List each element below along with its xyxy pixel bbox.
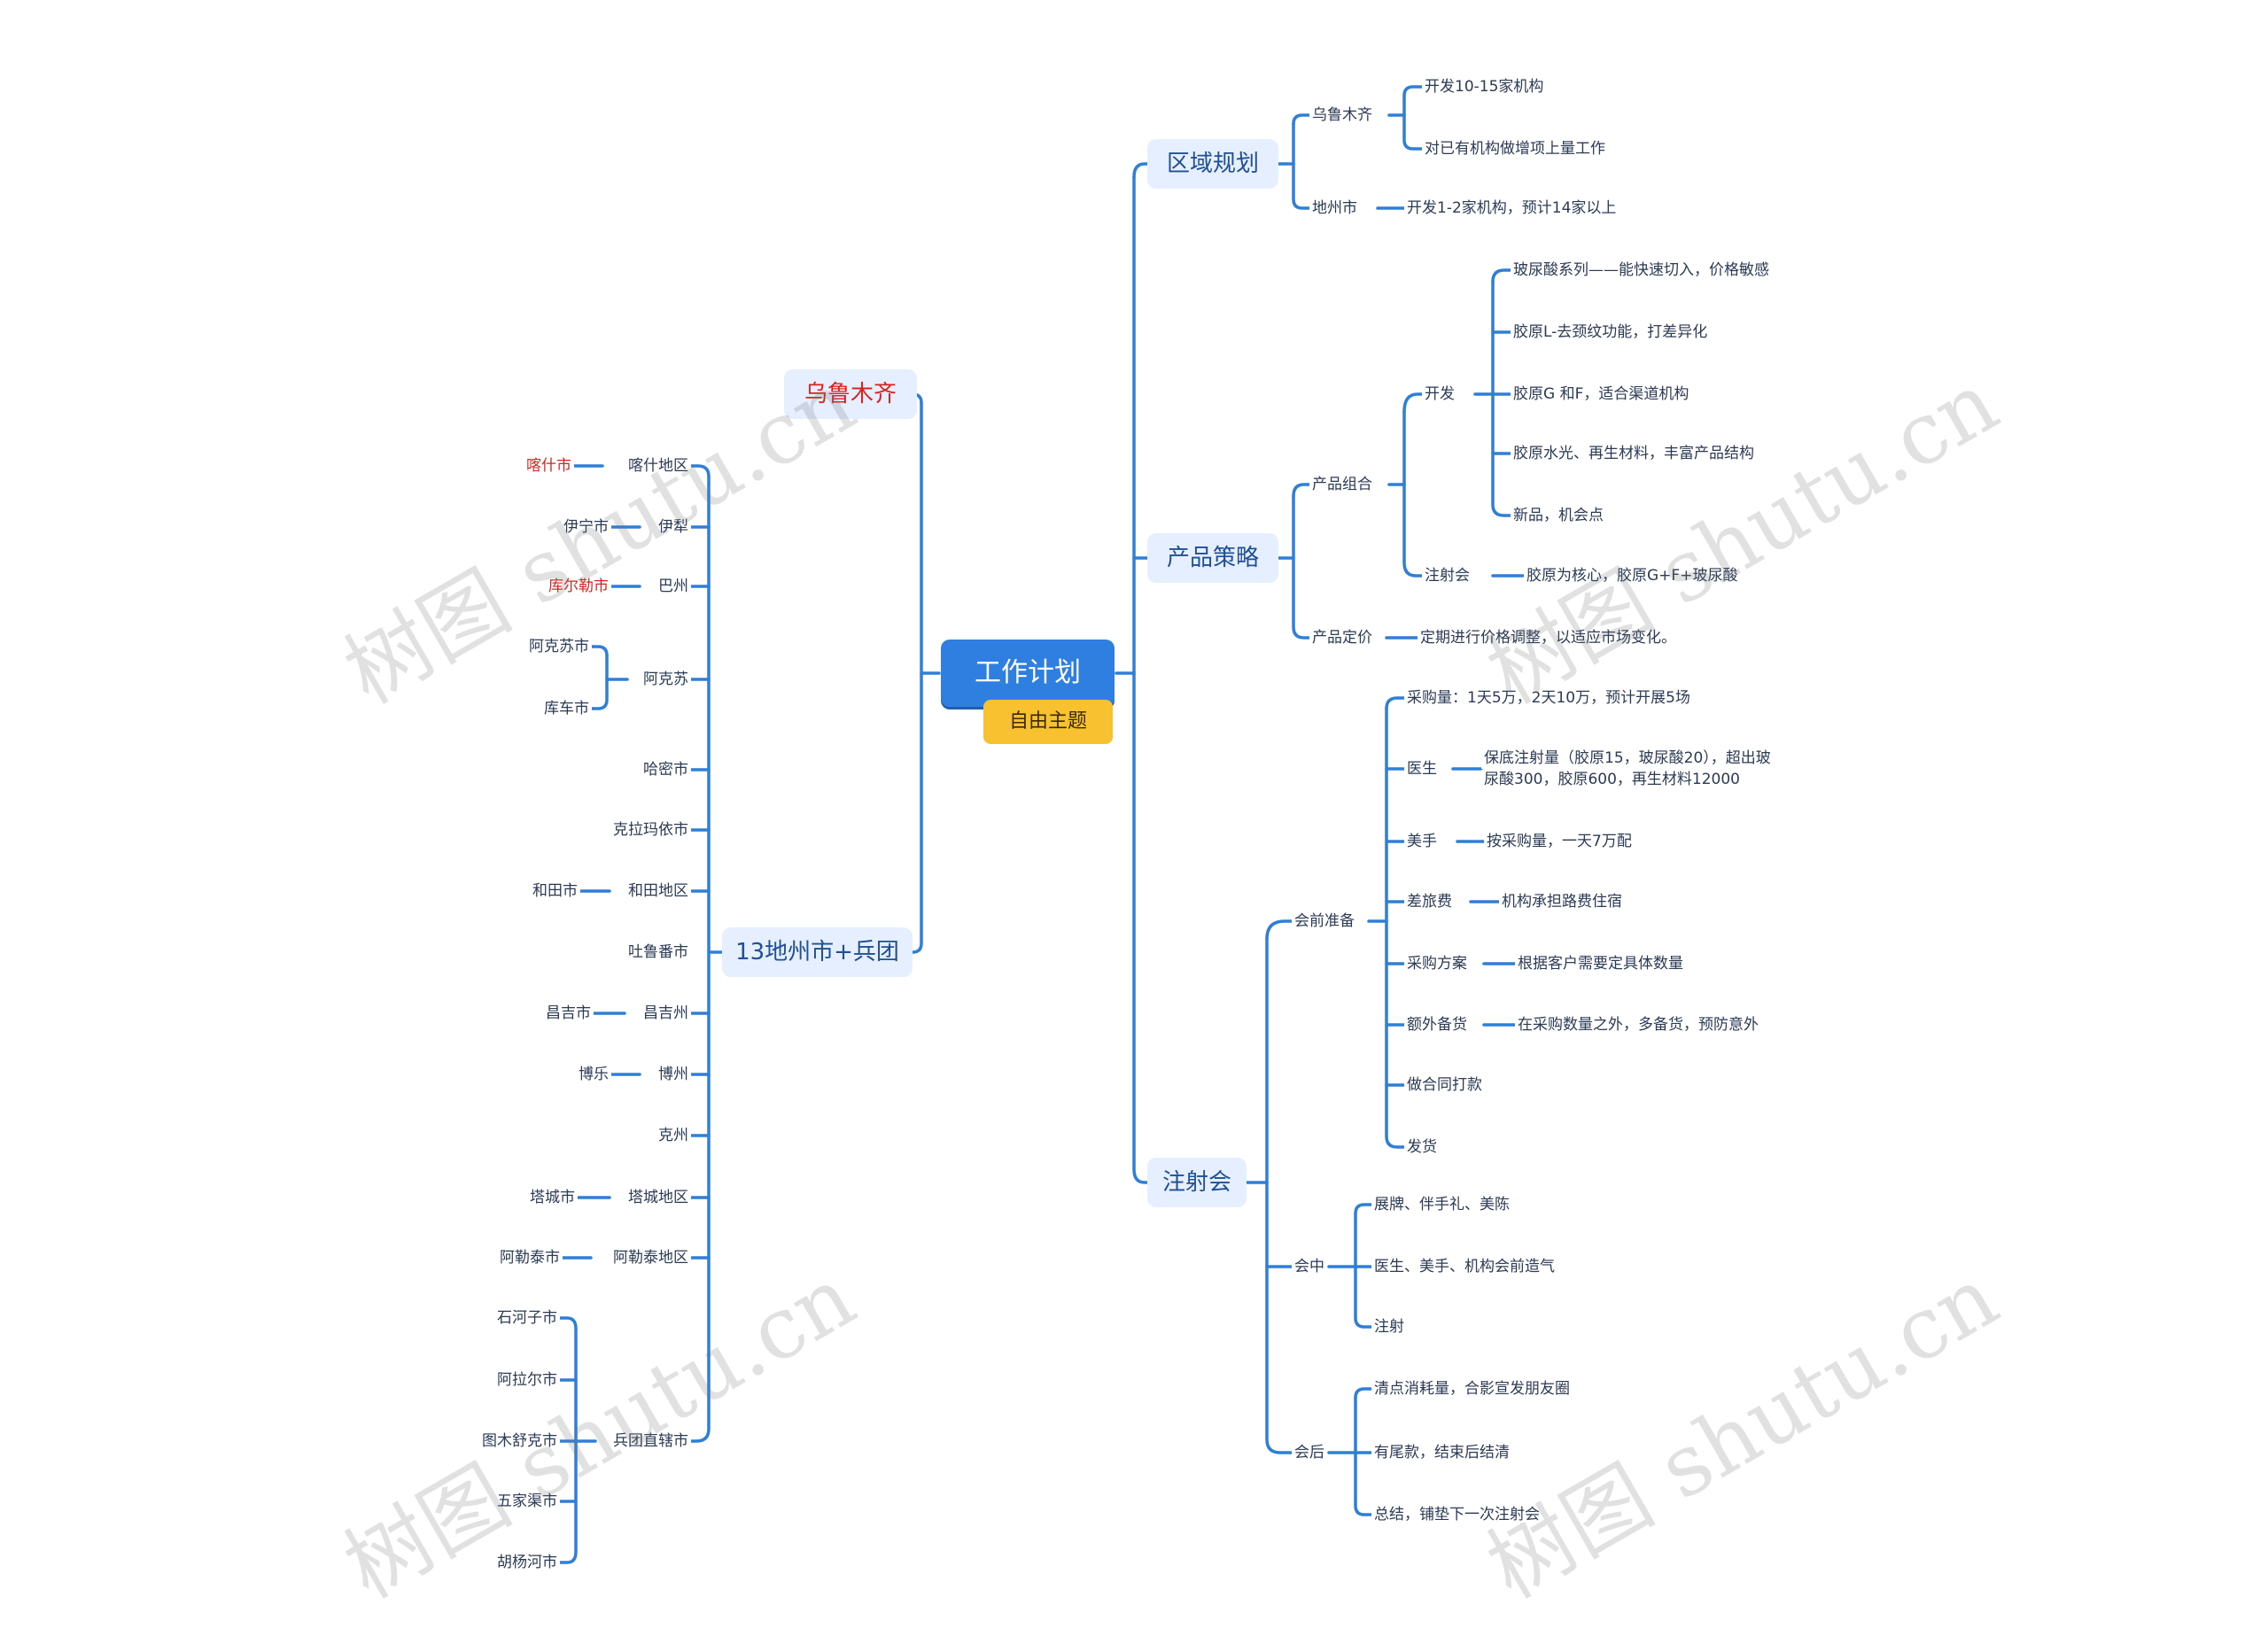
left-region[interactable]: 阿克苏 — [641, 670, 691, 691]
left-city[interactable]: 库车市 — [541, 699, 592, 720]
node-develop-item[interactable]: 玻尿酸系列——能快速切入，价格敏感 — [1511, 260, 1772, 282]
node-after-item[interactable]: 有尾款，结束后结清 — [1371, 1443, 1512, 1464]
left-region[interactable]: 克拉玛依市 — [610, 820, 691, 841]
node-pricing[interactable]: 产品定价 — [1309, 628, 1375, 649]
left-region[interactable]: 伊犁 — [656, 517, 691, 539]
node-develop[interactable]: 开发 — [1422, 384, 1457, 406]
left-city[interactable]: 阿拉尔市 — [494, 1370, 560, 1392]
node-during-item[interactable]: 注射 — [1371, 1317, 1407, 1338]
node-before-detail[interactable]: 在采购数量之外，多备货，预防意外 — [1515, 1015, 1761, 1036]
node-pricing-item[interactable]: 定期进行价格调整，以适应市场变化。 — [1418, 628, 1679, 649]
node-prefecture[interactable]: 地州市 — [1309, 198, 1360, 220]
node-before-detail[interactable]: 机构承担路费住宿 — [1499, 892, 1625, 913]
node-after-item[interactable]: 总结，铺垫下一次注射会 — [1371, 1505, 1542, 1526]
left-city[interactable]: 五家渠市 — [494, 1492, 560, 1513]
node-injection-item[interactable]: 胶原为核心，胶原G+F+玻尿酸 — [1524, 566, 1741, 587]
left-city[interactable]: 昌吉市 — [543, 1004, 594, 1025]
node-before-item[interactable]: 美手 — [1404, 832, 1440, 853]
node-develop-item[interactable]: 胶原G 和F，适合渠道机构 — [1511, 384, 1692, 406]
left-region[interactable]: 塔城地区 — [625, 1188, 691, 1209]
node-before-item[interactable]: 差旅费 — [1404, 892, 1455, 913]
node-injection[interactable]: 注射会 — [1422, 566, 1472, 587]
left-city[interactable]: 阿克苏市 — [526, 637, 592, 658]
node-before[interactable]: 会前准备 — [1292, 911, 1357, 933]
node-before-detail[interactable]: 保底注射量（胶原15，玻尿酸20），超出玻 — [1481, 748, 1774, 770]
node-product-combo[interactable]: 产品组合 — [1309, 475, 1375, 496]
node-before-detail[interactable]: 根据客户需要定具体数量 — [1515, 954, 1686, 975]
left-region[interactable]: 博州 — [656, 1065, 691, 1086]
left-city[interactable]: 胡杨河市 — [494, 1553, 560, 1574]
node-before-item[interactable]: 医生 — [1404, 759, 1440, 780]
left-region[interactable]: 阿勒泰地区 — [610, 1248, 691, 1269]
left-region[interactable]: 吐鲁番市 — [625, 942, 691, 964]
node-before-detail[interactable]: 按采购量，一天7万配 — [1484, 832, 1635, 853]
node-urumqi[interactable]: 乌鲁木齐 — [1309, 105, 1375, 127]
floating-topic[interactable]: 自由主题 — [983, 700, 1113, 744]
left-city[interactable]: 喀什市 — [524, 456, 574, 477]
node-before-detail[interactable]: 尿酸300，胶原600，再生材料12000 — [1481, 770, 1743, 791]
node-develop-item[interactable]: 胶原水光、再生材料，丰富产品结构 — [1511, 444, 1757, 465]
left-topic-prefectures[interactable]: 13地州市+兵团 — [722, 927, 913, 977]
left-city[interactable]: 石河子市 — [494, 1308, 560, 1330]
left-region[interactable]: 和田地区 — [625, 881, 691, 903]
node-before-item[interactable]: 采购量：1天5万，2天10万，预计开展5场 — [1404, 688, 1693, 709]
left-city[interactable]: 库尔勒市 — [546, 577, 611, 598]
left-city[interactable]: 阿勒泰市 — [497, 1248, 563, 1269]
left-region[interactable]: 哈密市 — [641, 760, 691, 781]
left-region[interactable]: 昌吉州 — [641, 1004, 691, 1025]
node-develop-item[interactable]: 胶原L-去颈纹功能，打差异化 — [1511, 322, 1711, 344]
left-city[interactable]: 博乐 — [576, 1065, 611, 1086]
node-before-item[interactable]: 采购方案 — [1404, 954, 1470, 975]
left-city[interactable]: 图木舒克市 — [479, 1431, 560, 1453]
root-topic[interactable]: 工作计划 — [941, 640, 1115, 707]
node-develop-item[interactable]: 新品，机会点 — [1511, 506, 1606, 527]
left-topic-urumqi[interactable]: 乌鲁木齐 — [784, 369, 917, 419]
left-region[interactable]: 克州 — [656, 1126, 691, 1147]
node-urumqi-item[interactable]: 开发10-15家机构 — [1422, 77, 1547, 98]
node-during[interactable]: 会中 — [1292, 1257, 1327, 1278]
node-prefecture-item[interactable]: 开发1-2家机构，预计14家以上 — [1404, 198, 1619, 220]
left-city[interactable]: 伊宁市 — [561, 517, 611, 539]
topic-product-strategy[interactable]: 产品策略 — [1147, 533, 1278, 583]
node-before-item[interactable]: 发货 — [1404, 1137, 1440, 1159]
left-city[interactable]: 塔城市 — [527, 1188, 578, 1209]
topic-region-plan[interactable]: 区域规划 — [1147, 139, 1278, 189]
left-city[interactable]: 和田市 — [530, 881, 580, 903]
left-region[interactable]: 巴州 — [656, 577, 691, 598]
left-region[interactable]: 兵团直辖市 — [610, 1431, 691, 1453]
node-during-item[interactable]: 展牌、伴手礼、美陈 — [1371, 1195, 1512, 1216]
topic-injection-meeting[interactable]: 注射会 — [1147, 1158, 1247, 1207]
left-region[interactable]: 喀什地区 — [625, 456, 691, 477]
node-after[interactable]: 会后 — [1292, 1443, 1327, 1464]
node-during-item[interactable]: 医生、美手、机构会前造气 — [1371, 1257, 1557, 1278]
node-urumqi-item[interactable]: 对已有机构做增项上量工作 — [1422, 139, 1608, 160]
node-before-item[interactable]: 额外备货 — [1404, 1015, 1470, 1036]
node-after-item[interactable]: 清点消耗量，合影宣发朋友圈 — [1371, 1379, 1573, 1400]
node-before-item[interactable]: 做合同打款 — [1404, 1075, 1485, 1097]
